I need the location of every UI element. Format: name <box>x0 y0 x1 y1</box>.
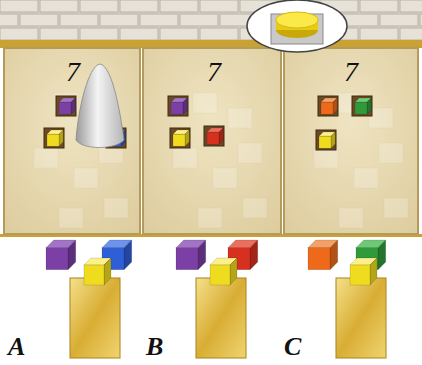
cube-slot <box>168 96 188 116</box>
inset-circle <box>247 0 347 52</box>
wall-brick <box>200 0 238 12</box>
wall-brick <box>0 28 38 40</box>
wall-brick <box>380 14 418 26</box>
cube-slot <box>316 130 336 150</box>
market-panel: 7 <box>284 48 418 234</box>
cube-slot <box>352 96 372 116</box>
floor-tile <box>339 208 363 228</box>
wall-brick <box>420 14 422 26</box>
wall-brick <box>80 0 118 12</box>
building-cube <box>308 240 338 270</box>
pawn-figure <box>76 64 124 148</box>
floor-tile <box>243 198 267 218</box>
floor-tile <box>213 168 237 188</box>
stone-wall <box>0 0 422 44</box>
wall-brick <box>60 14 98 26</box>
wall-brick <box>400 0 422 12</box>
floor-tile <box>34 148 58 168</box>
floor-tile <box>173 148 197 168</box>
cube-slot <box>204 126 224 146</box>
price-number: 7 <box>66 58 80 86</box>
building-cube <box>210 258 237 285</box>
building-cube <box>59 98 75 114</box>
floor-tile <box>314 148 338 168</box>
cube-slot <box>170 128 190 148</box>
floor-tile <box>104 198 128 218</box>
wall-brick <box>360 28 398 40</box>
wall-brick <box>80 28 118 40</box>
gold-band <box>0 40 422 48</box>
building-cube <box>84 258 111 285</box>
floor-tile <box>228 108 252 128</box>
building-cube <box>321 98 337 114</box>
wall-brick <box>120 0 158 12</box>
building-cube <box>47 130 63 146</box>
cube-slot <box>44 128 64 148</box>
floor-tile <box>354 168 378 188</box>
market-panel <box>4 48 140 234</box>
floor-tile <box>59 208 83 228</box>
wall-brick <box>140 14 178 26</box>
building-cube <box>171 98 187 114</box>
building-cube <box>207 128 223 144</box>
wall-brick <box>120 28 158 40</box>
wall-brick <box>20 14 58 26</box>
floor-tile <box>198 208 222 228</box>
building-cube <box>173 130 189 146</box>
market-panel <box>143 48 281 234</box>
wall-brick <box>0 0 38 12</box>
building-cube <box>176 240 206 270</box>
wall-brick <box>360 0 398 12</box>
floor-tile <box>379 143 403 163</box>
building-cube <box>355 98 371 114</box>
floor-tile <box>369 108 393 128</box>
wall-brick <box>40 28 78 40</box>
market-panel <box>284 48 418 234</box>
option-letter: C <box>284 334 301 360</box>
option-letter: A <box>8 334 25 360</box>
gold-tile <box>336 278 386 358</box>
wall-brick <box>400 28 422 40</box>
gold-tile <box>196 278 246 358</box>
building-cube <box>350 258 377 285</box>
option-letter: B <box>146 334 163 360</box>
building-cube <box>319 132 335 148</box>
building-cube <box>46 240 76 270</box>
price-number: 7 <box>207 58 221 86</box>
wall-brick <box>100 14 138 26</box>
wall-brick <box>200 28 238 40</box>
floor-tile <box>193 93 217 113</box>
wall-brick <box>0 14 18 26</box>
cube-slot <box>56 96 76 116</box>
market-panel: 7 <box>4 48 140 234</box>
cube-slot <box>318 96 338 116</box>
floor-tile <box>74 168 98 188</box>
wall-brick <box>180 14 218 26</box>
market-panel: 7 <box>143 48 281 234</box>
wall-brick <box>160 0 198 12</box>
wall-brick <box>160 28 198 40</box>
floor-tile <box>238 143 262 163</box>
floor-tile <box>384 198 408 218</box>
wall-brick <box>40 0 78 12</box>
price-number: 7 <box>344 58 358 86</box>
gold-tile <box>70 278 120 358</box>
